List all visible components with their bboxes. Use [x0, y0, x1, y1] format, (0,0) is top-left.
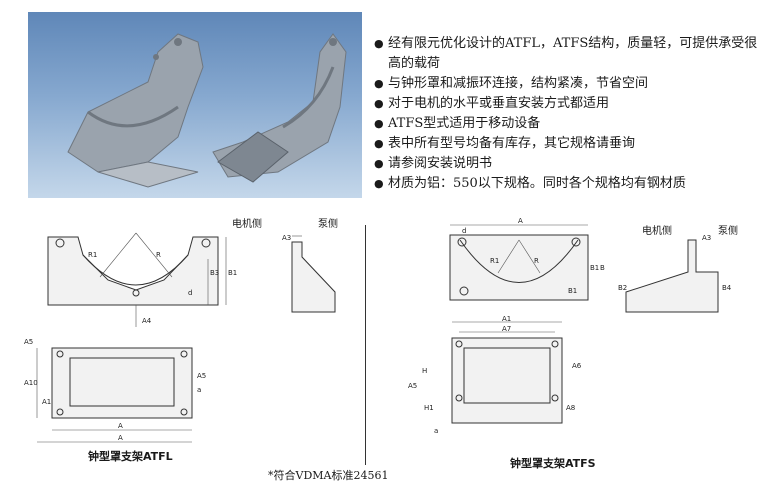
svg-text:B3: B3: [210, 269, 219, 277]
left-pump-side-label: 泵侧: [318, 219, 338, 230]
svg-text:B1: B1: [590, 264, 599, 272]
svg-text:A1: A1: [502, 315, 511, 323]
feature-item: 与钟形罩和减振环连接，结构紧凑，节省空间: [374, 74, 769, 94]
svg-text:A7: A7: [502, 325, 511, 333]
svg-text:B1: B1: [228, 269, 237, 277]
svg-text:R1: R1: [490, 257, 499, 265]
feature-item: 材质为铝：550以下规格。同时各个规格均有钢材质: [374, 174, 769, 194]
svg-text:A: A: [118, 422, 123, 430]
footnote: *符合VDMA标准24561: [268, 469, 389, 482]
feature-item: 经有限元优化设计的ATFL，ATFS结构，质量轻，可提供承受很高的载荷: [374, 34, 769, 74]
svg-text:R: R: [156, 251, 161, 259]
atfl-caption: 钟型罩支架ATFL: [88, 450, 173, 463]
svg-text:A: A: [518, 217, 523, 225]
svg-text:B1: B1: [568, 287, 577, 295]
svg-text:d: d: [188, 289, 192, 297]
right-motor-side-label: 电机侧: [642, 226, 672, 237]
svg-text:a: a: [197, 386, 201, 394]
svg-text:H1: H1: [424, 404, 434, 412]
atfs-side-view: A3 B2 B4: [618, 234, 732, 313]
atfs-top-view: A1 A7 A5 H A6 H1 A8 a: [408, 315, 582, 435]
svg-text:A5: A5: [408, 382, 417, 390]
svg-text:A6: A6: [572, 362, 582, 370]
svg-text:B2: B2: [618, 284, 627, 292]
svg-text:A: A: [118, 434, 123, 442]
svg-text:A3: A3: [282, 234, 291, 242]
atfl-front-view: R1 R B1 B3 d A4: [47, 232, 237, 327]
svg-text:A5: A5: [197, 372, 206, 380]
svg-text:R: R: [534, 257, 539, 265]
svg-text:A3: A3: [702, 234, 711, 242]
feature-item: ATFS型式适用于移动设备: [374, 114, 769, 134]
atfs-front-view: A d R1 R B1 B B1: [449, 217, 605, 301]
svg-text:B4: B4: [722, 284, 732, 292]
atfl-side-view: A3: [282, 234, 336, 313]
feature-item: 请参阅安装说明书: [374, 154, 769, 174]
right-pump-side-label: 泵侧: [718, 226, 738, 237]
svg-text:A1: A1: [42, 398, 51, 406]
svg-text:A5: A5: [24, 338, 33, 346]
atfl-top-view: A5 A10 A5 a A1 A A: [24, 338, 206, 443]
bracket-illustration: [67, 33, 347, 188]
svg-text:A8: A8: [566, 404, 575, 412]
feature-item: 表中所有型号均备有库存，其它规格请垂询: [374, 134, 769, 154]
feature-item: 对于电机的水平或垂直安装方式都适用: [374, 94, 769, 114]
svg-text:B: B: [600, 264, 605, 272]
svg-text:R1: R1: [88, 251, 97, 259]
svg-text:d: d: [462, 227, 466, 235]
product-photo: [28, 12, 362, 198]
svg-text:a: a: [434, 427, 438, 435]
svg-text:H: H: [422, 367, 427, 375]
feature-list: 经有限元优化设计的ATFL，ATFS结构，质量轻，可提供承受很高的载荷 与钟形罩…: [374, 34, 769, 194]
divider: [365, 225, 366, 465]
svg-text:A10: A10: [24, 379, 38, 387]
svg-text:A4: A4: [142, 317, 152, 325]
left-motor-side-label: 电机侧: [232, 219, 262, 230]
atfs-caption: 钟型罩支架ATFS: [510, 457, 596, 470]
